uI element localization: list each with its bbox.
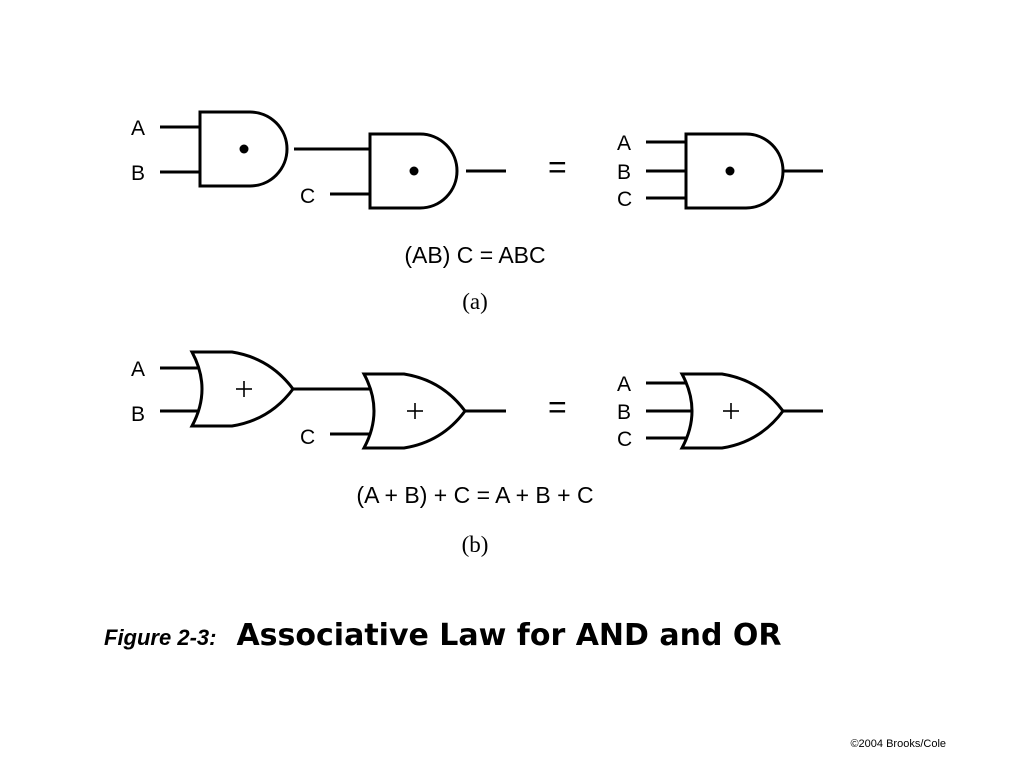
and-input-label-b: B [131,162,145,185]
and-section: A B C = A B C [131,110,823,314]
and-right-input-label-b: B [617,161,631,184]
or-right-input-label-a: A [617,373,631,396]
or-right-input-label-c: C [617,428,632,451]
and-right-input-label-c: C [617,188,632,211]
or-right-input-label-b: B [617,401,631,424]
and-equation: (AB) C = ABC [404,242,545,268]
and-dot-symbol [409,166,419,176]
or-input-label-a: A [131,358,145,381]
figure-caption: Figure 2-3: Associative Law for AND and O… [104,618,782,653]
and-part-label: (a) [462,289,488,314]
or-section: A B C = A B C [131,350,823,557]
and-input-label-a: A [131,117,145,140]
or-input-label-b: B [131,403,145,426]
and-dot-symbol [239,144,249,154]
or-part-label: (b) [462,532,489,557]
figure-title: Associative Law for AND and OR [236,618,782,653]
or-equation: (A + B) + C = A + B + C [356,482,593,508]
or-input-label-c: C [300,426,315,449]
and-input-label-c: C [300,185,315,208]
copyright-notice: ©2004 Brooks/Cole [850,738,946,750]
or-equals-sign: = [548,389,567,425]
and-right-input-label-a: A [617,132,631,155]
and-dot-symbol [725,166,735,176]
and-equals-sign: = [548,149,567,185]
logic-gate-diagram: A B C = A B C [131,110,823,557]
figure-number: Figure 2-3: [104,625,217,650]
